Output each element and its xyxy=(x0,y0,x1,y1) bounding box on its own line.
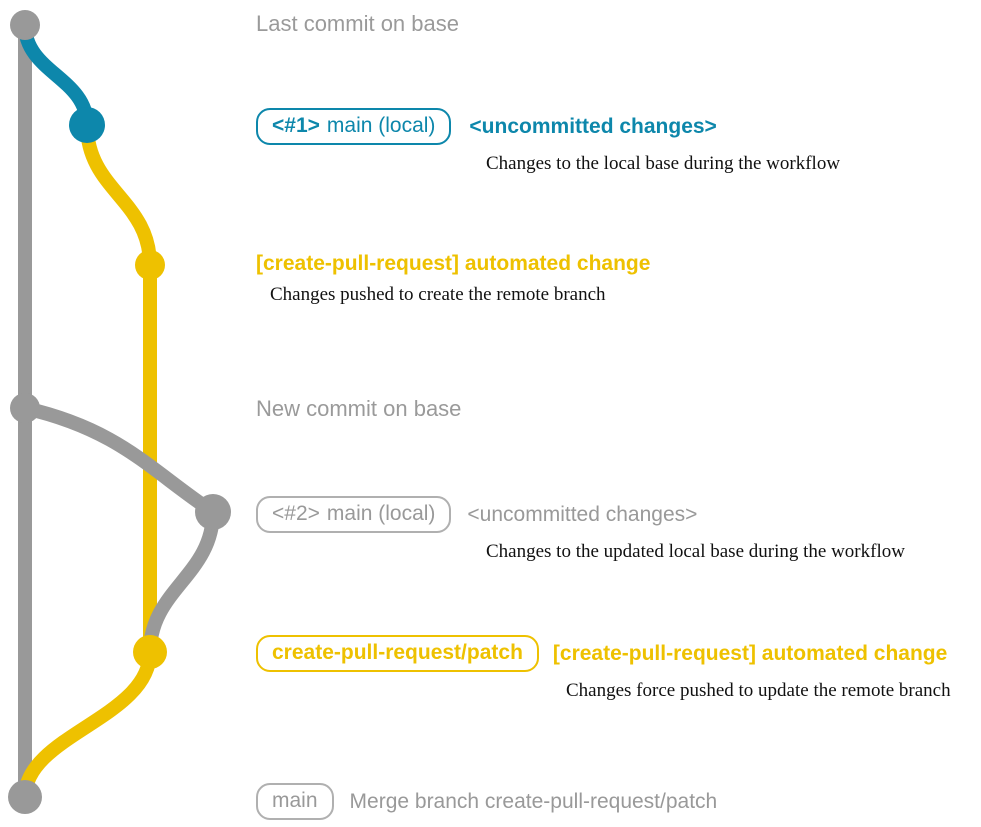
ref-badge-number: <#1> xyxy=(272,114,320,137)
commit-subject: Merge branch create-pull-request/patch xyxy=(349,789,718,813)
row-heading: Last commit on base xyxy=(256,11,459,36)
commit-node-automated-2[interactable] xyxy=(133,635,167,669)
row-new-commit-on-base: New commit on base xyxy=(256,396,461,422)
yellow-merge-line xyxy=(18,645,157,804)
ref-badge-name: create-pull-request/patch xyxy=(272,641,523,664)
commit-description: Changes to the updated local base during… xyxy=(486,541,905,562)
ref-badge-name: main (local) xyxy=(326,502,436,525)
row-heading: New commit on base xyxy=(256,396,462,421)
ref-badge-number: <#2> xyxy=(272,502,320,525)
commit-node-base-head[interactable] xyxy=(10,10,40,40)
ref-badge-name: main (local) xyxy=(326,114,436,137)
row-merge-commit: main Merge branch create-pull-request/pa… xyxy=(256,783,717,820)
commit-node-base-new[interactable] xyxy=(10,393,40,423)
row-automated-change-2: create-pull-request/patch [create-pull-r… xyxy=(256,635,951,702)
commit-subject: [create-pull-request] automated change xyxy=(552,641,948,665)
commit-node-local-main-1[interactable] xyxy=(69,107,105,143)
commit-node-automated-1[interactable] xyxy=(135,250,165,280)
row-automated-change-1: [create-pull-request] automated change C… xyxy=(256,252,650,306)
ref-badge-create-pull-request-patch[interactable]: create-pull-request/patch xyxy=(256,635,539,672)
commit-description: Changes to the local base during the wor… xyxy=(486,153,841,174)
commit-node-local-main-2[interactable] xyxy=(195,494,231,530)
commit-description: Changes force pushed to update the remot… xyxy=(566,680,951,701)
row-local-main-1: <#1> main (local) <uncommitted changes> C… xyxy=(256,108,840,175)
commit-node-merge[interactable] xyxy=(8,780,42,814)
ref-badge-main[interactable]: main xyxy=(256,783,334,820)
commit-description: Changes pushed to create the remote bran… xyxy=(270,284,606,305)
commit-subject: <uncommitted changes> xyxy=(469,114,717,138)
commit-subject: <uncommitted changes> xyxy=(467,502,698,526)
ref-badge-local-main-1[interactable]: <#1> main (local) xyxy=(256,108,452,145)
ref-badge-name: main xyxy=(272,789,318,812)
row-last-commit-on-base: Last commit on base xyxy=(256,11,459,37)
row-local-main-2: <#2> main (local) <uncommitted changes> C… xyxy=(256,496,905,563)
commit-subject: [create-pull-request] automated change xyxy=(256,252,651,275)
ref-badge-local-main-2[interactable]: <#2> main (local) xyxy=(256,496,452,533)
